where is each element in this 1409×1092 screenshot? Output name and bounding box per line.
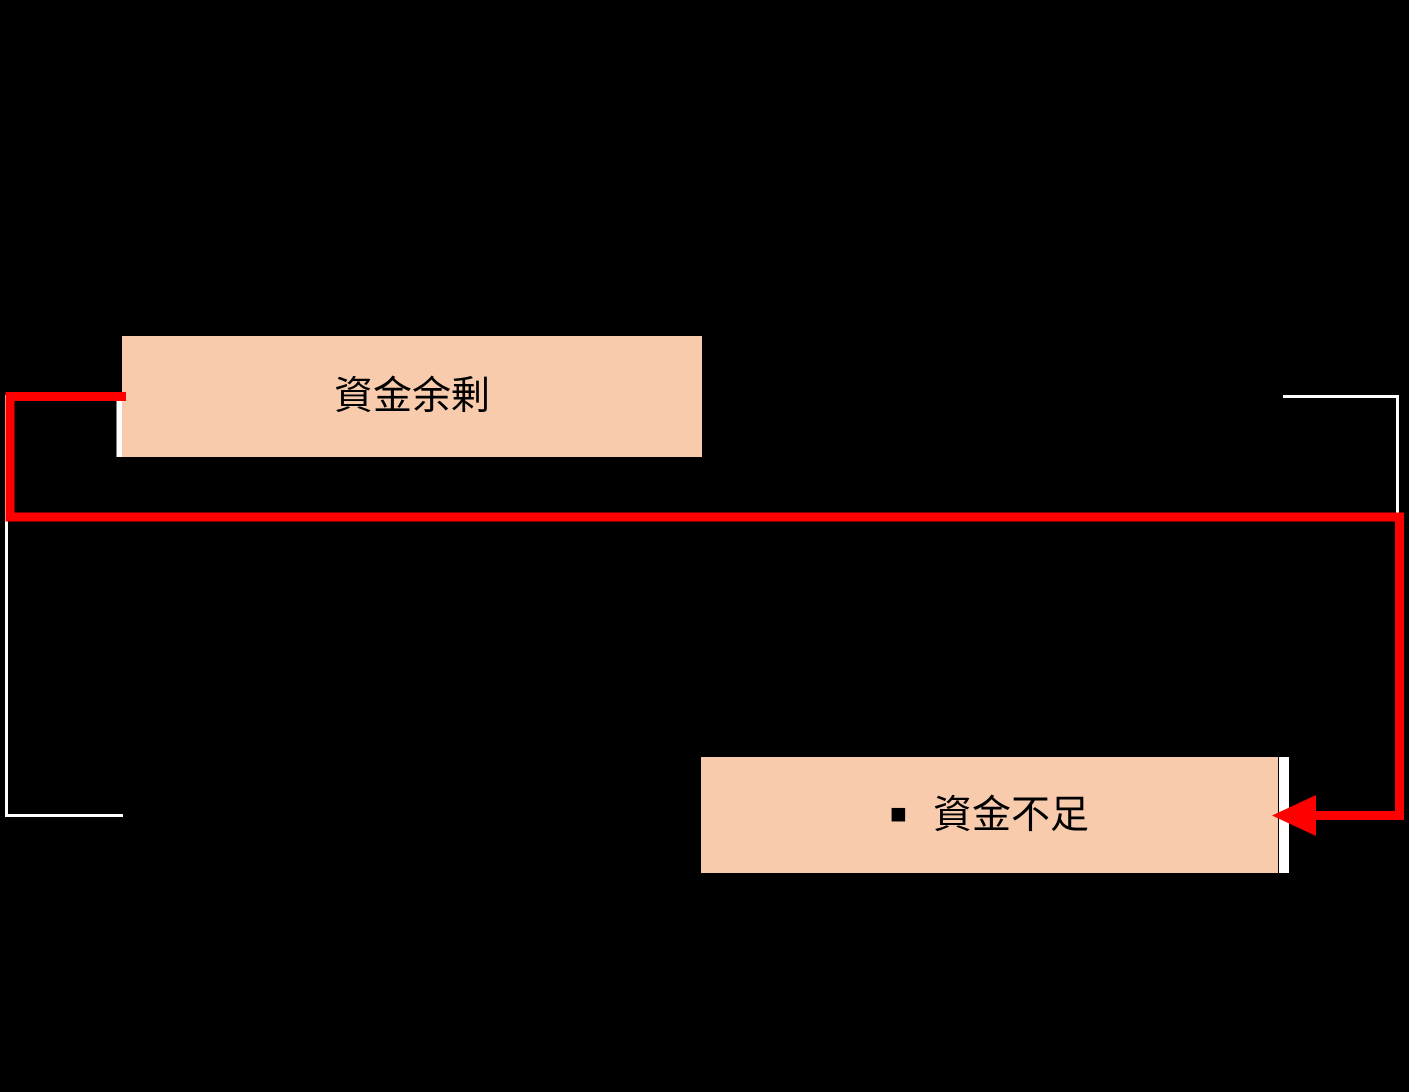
white-elbow-connector-left bbox=[5, 395, 123, 817]
red-elbow-arrow-line bbox=[5, 392, 1404, 820]
capital-shortage-label: 資金不足 bbox=[932, 793, 1089, 837]
red-arrowhead-left-icon bbox=[1272, 795, 1316, 836]
capital-surplus-label: 資金余剰 bbox=[333, 375, 490, 418]
node-capital-surplus: 資金余剰 bbox=[122, 336, 702, 457]
white-elbow-connector-right bbox=[1283, 395, 1399, 519]
white-edge-strip-bottom-box bbox=[1279, 757, 1289, 873]
node-capital-shortage: ■ 資金不足 bbox=[701, 757, 1278, 873]
square-bullet-icon: ■ bbox=[890, 798, 907, 829]
